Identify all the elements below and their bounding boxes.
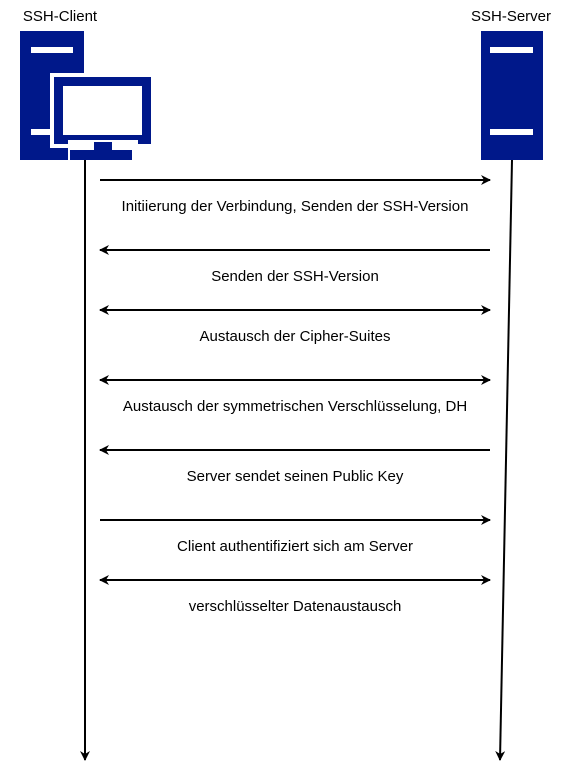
message-1: Initiierung der Verbindung, Senden der S… (100, 175, 491, 215)
message-3: Austausch der Cipher-Suites (99, 305, 491, 345)
message-4: Austausch der symmetrischen Verschlüssel… (99, 375, 491, 415)
message-7: verschlüsselter Datenaustausch (99, 575, 491, 615)
message-label: Server sendet seinen Public Key (187, 468, 404, 485)
server-tower-icon (481, 31, 543, 160)
message-label: Client authentifiziert sich am Server (177, 538, 413, 555)
message-label: verschlüsselter Datenaustausch (189, 598, 402, 615)
message-2: Senden der SSH-Version (99, 245, 490, 285)
server-lifeline (495, 159, 513, 761)
desktop-computer-icon (20, 31, 155, 160)
server-title: SSH-Server (471, 8, 551, 25)
message-6: Client authentifiziert sich am Server (100, 515, 491, 555)
client-title: SSH-Client (23, 8, 98, 25)
message-label: Senden der SSH-Version (211, 268, 379, 285)
message-label: Austausch der symmetrischen Verschlüssel… (123, 398, 467, 415)
message-label: Austausch der Cipher-Suites (200, 328, 391, 345)
message-label: Initiierung der Verbindung, Senden der S… (122, 198, 469, 215)
message-5: Server sendet seinen Public Key (99, 445, 490, 485)
